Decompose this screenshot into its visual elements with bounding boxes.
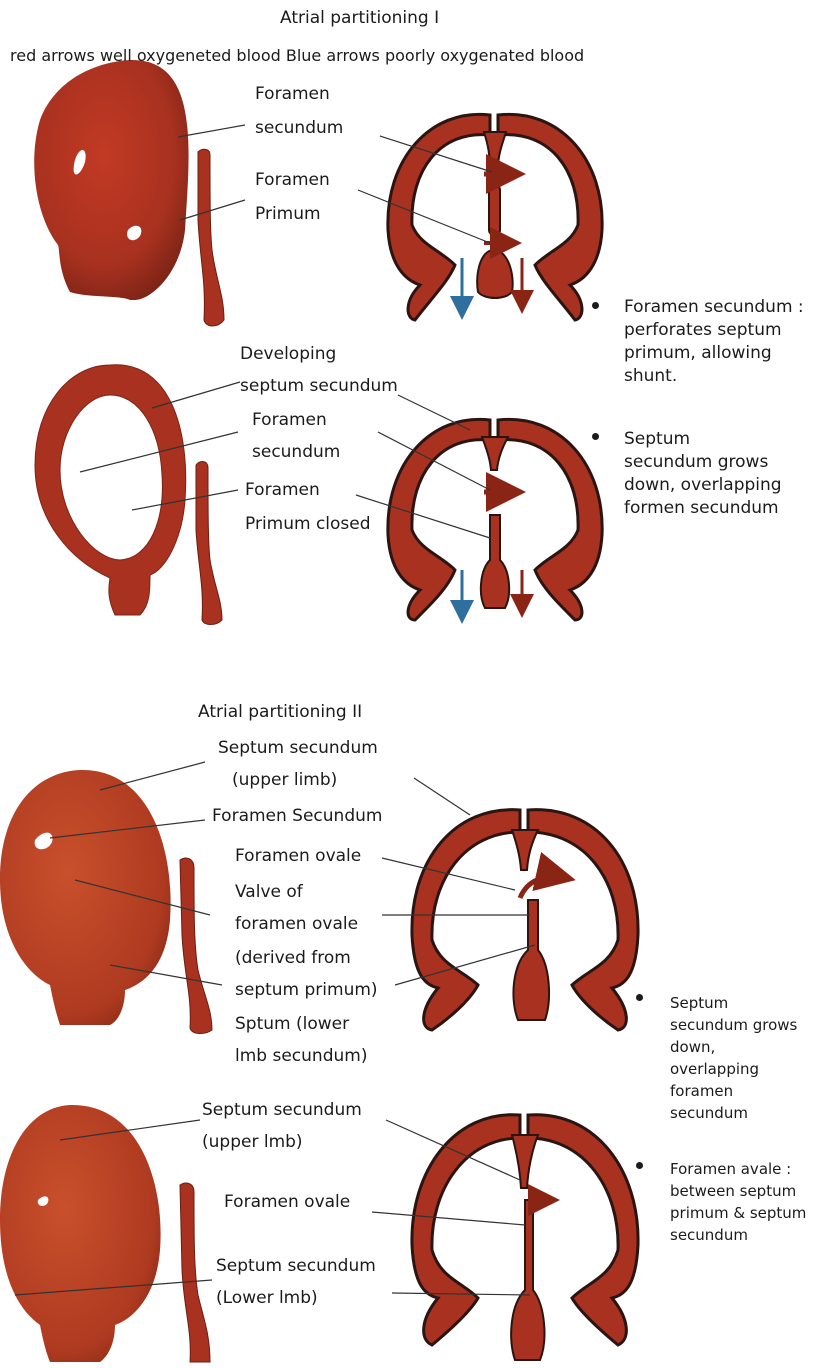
note-line: Septum	[670, 992, 797, 1014]
label-upper-lmb-d: (upper lmb)	[202, 1132, 303, 1153]
label-foramen-ovale-c2: foramen ovale	[235, 914, 358, 935]
label-foramen-secundum-c: Foramen Secundum	[212, 806, 382, 827]
label-derived-from-c: (derived from	[235, 948, 351, 969]
note-1-1: Foramen secundum : perforates septum pri…	[624, 296, 804, 388]
atrium-ball-d	[0, 1105, 161, 1362]
septum-strand-a	[198, 149, 224, 326]
label-foramen-ovale-c: Foramen ovale	[235, 846, 361, 867]
note-line: primum, allowing	[624, 342, 804, 365]
bullet-dot	[636, 1162, 643, 1169]
label-septum-secundum-b: septum secundum	[240, 376, 398, 397]
note-line: perforates septum	[624, 319, 804, 342]
note-line: Septum	[624, 428, 782, 451]
note-2-1: Septum secundum grows down, overlapping …	[670, 992, 797, 1124]
label-septum-primum-c: septum primum)	[235, 980, 378, 1001]
label-valve-of-c: Valve of	[235, 882, 303, 903]
septum-strand-c	[180, 858, 212, 1033]
label-foramen-a1: Foramen	[255, 84, 330, 105]
heart-wall-d-right	[528, 1115, 638, 1345]
label-secundum-b: secundum	[252, 442, 340, 463]
panel-b-section-view	[388, 419, 602, 620]
note-line: Foramen avale :	[670, 1158, 806, 1180]
bullet-dot	[636, 994, 643, 1001]
label-lmb-secundum-c: lmb secundum)	[235, 1046, 367, 1067]
note-line: foramen	[670, 1080, 797, 1102]
label-developing-b: Developing	[240, 344, 336, 365]
septum-strand-b	[196, 462, 222, 625]
heart-wall-b-right	[498, 419, 602, 620]
note-line: secundum	[670, 1102, 797, 1124]
panel-a-external-view	[34, 60, 224, 326]
section-2-title: Atrial partitioning II	[198, 702, 362, 722]
bullet-dot	[592, 433, 599, 440]
label-lower-lmb-d: (Lower lmb)	[216, 1288, 318, 1309]
atrium-ball-c	[0, 770, 171, 1025]
label-foramen-b1: Foramen	[252, 410, 327, 431]
label-secundum-a: secundum	[255, 118, 343, 139]
color-legend: red arrows well oxygeneted blood Blue ar…	[10, 46, 584, 65]
label-sptum-lower-c: Sptum (lower	[235, 1014, 349, 1035]
note-line: overlapping	[670, 1058, 797, 1080]
septum-secundum-c	[512, 830, 538, 870]
heart-wall-d-left	[412, 1115, 520, 1345]
panel-d-section-view	[412, 1115, 638, 1360]
note-line: shunt.	[624, 365, 804, 388]
bullet-dot	[592, 302, 599, 309]
label-septum-secundum-d: Septum secundum	[202, 1100, 362, 1121]
septum-primum-b	[481, 515, 509, 608]
endocardial-cushion-a	[477, 250, 513, 298]
shunt-arrow-c	[520, 877, 566, 898]
panel-c-section-view	[412, 810, 638, 1030]
label-primum-a: Primum	[255, 204, 321, 225]
note-line: between septum	[670, 1180, 806, 1202]
heart-wall-b-left	[388, 419, 490, 620]
note-line: primum & septum	[670, 1202, 806, 1224]
note-line: down, overlapping	[624, 474, 782, 497]
note-line: formen secundum	[624, 497, 782, 520]
valve-foramen-ovale-c	[513, 900, 549, 1020]
septum-secundum-d	[512, 1135, 538, 1188]
septum-primum-top-a	[484, 132, 506, 168]
note-line: down,	[670, 1036, 797, 1058]
note-line: secundum grows	[624, 451, 782, 474]
label-foramen-a2: Foramen	[255, 170, 330, 191]
label-septum-secundum-d2: Septum secundum	[216, 1256, 376, 1277]
panel-b-external-view	[35, 365, 222, 625]
label-upper-limb-c: (upper limb)	[232, 770, 337, 791]
note-line: secundum grows	[670, 1014, 797, 1036]
note-line: secundum	[670, 1224, 806, 1246]
panel-a-section-view	[388, 114, 602, 320]
label-foramen-b2: Foramen	[245, 480, 320, 501]
heart-wall-a	[388, 114, 490, 320]
label-primum-closed-b: Primum closed	[245, 514, 371, 535]
note-2-2: Foramen avale : between septum primum & …	[670, 1158, 806, 1246]
septum-strand-d	[180, 1183, 210, 1362]
septum-secundum-b	[482, 437, 508, 470]
heart-wall-c-left	[412, 810, 520, 1030]
panel-d-external-view	[0, 1105, 210, 1362]
panel-c-external-view	[0, 770, 212, 1034]
septum-primum-mid-a	[489, 185, 500, 235]
label-foramen-ovale-d: Foramen ovale	[224, 1192, 350, 1213]
label-septum-secundum-c: Septum secundum	[218, 738, 378, 759]
heart-wall-a-right	[498, 114, 602, 320]
section-1-title: Atrial partitioning I	[280, 8, 439, 28]
atrium-ring-b	[35, 365, 186, 615]
note-1-2: Septum secundum grows down, overlapping …	[624, 428, 782, 520]
atrium-ball-a	[34, 60, 188, 300]
note-line: Foramen secundum :	[624, 296, 804, 319]
